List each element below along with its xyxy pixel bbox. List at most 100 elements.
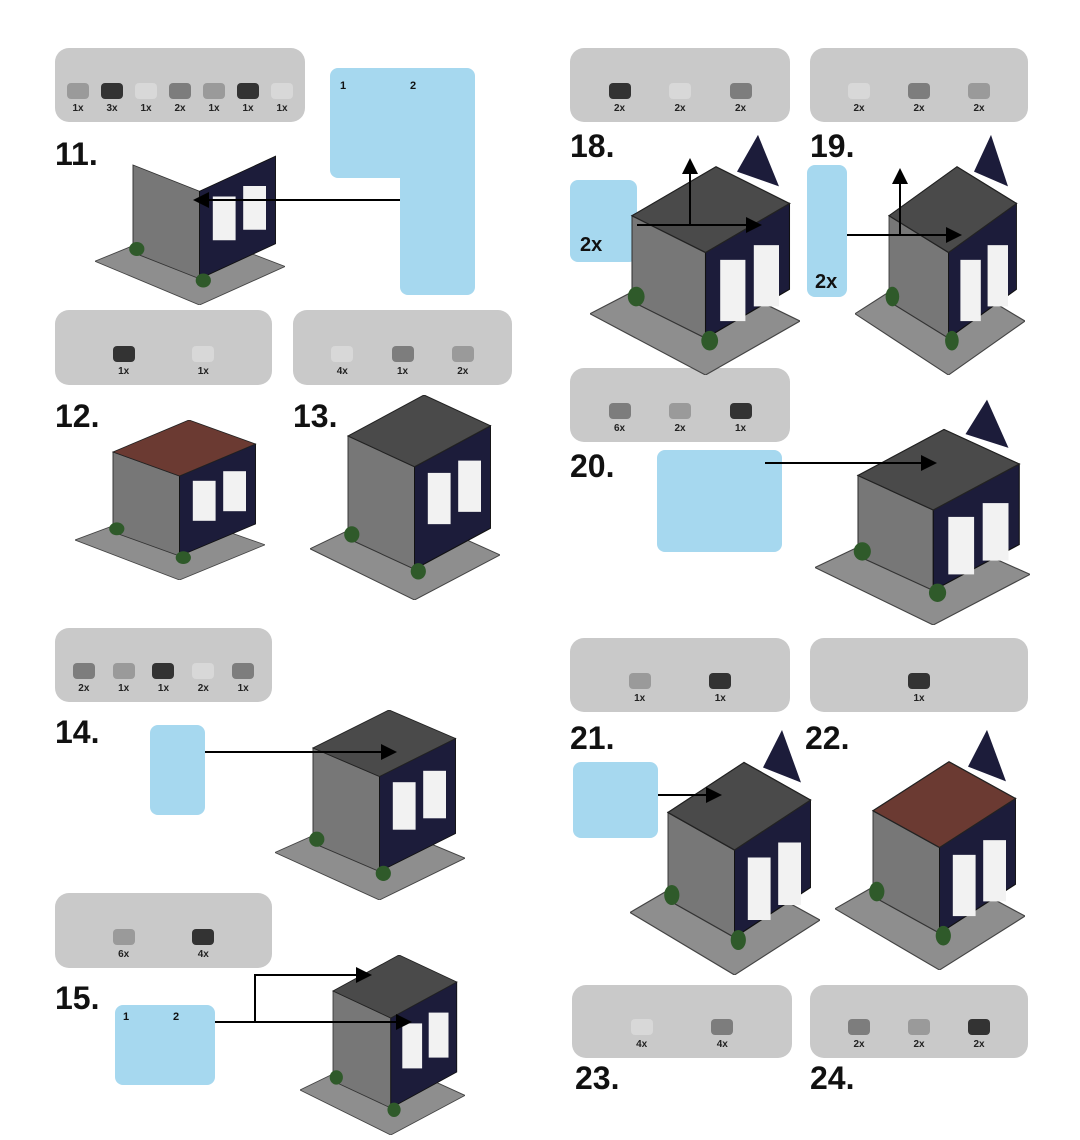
part-count: 1x: [634, 693, 646, 704]
roof-plate: [311, 709, 457, 778]
step-number-22: 22.: [805, 720, 850, 756]
brick-icon: [968, 1019, 990, 1035]
part-count: 1x: [714, 693, 726, 704]
sub-assembly-callout-11-stem: [400, 150, 475, 295]
part-count: 2x: [913, 103, 925, 114]
parts-list-step-24: 2x 2x 2x: [810, 985, 1028, 1058]
model-step-22: [833, 725, 1027, 971]
part-item: 2x: [968, 83, 990, 114]
part-count: 4x: [636, 1039, 648, 1050]
part-item: 1x: [237, 83, 259, 114]
part-count: 1x: [118, 366, 130, 377]
roof-plate: [346, 394, 492, 468]
step-number-11: 11.: [55, 136, 98, 172]
part-count: 3x: [106, 103, 118, 114]
brick-icon: [968, 83, 990, 99]
part-item: 1x: [112, 346, 135, 377]
parts-list-step-20: 6x 2x 1x: [570, 368, 790, 442]
brick-icon: [331, 346, 354, 362]
roof-plate: [111, 419, 257, 477]
quantity-label: 2x: [580, 234, 603, 256]
part-count: 6x: [118, 949, 130, 960]
brick-icon: [711, 1019, 734, 1035]
part-count: 2x: [197, 683, 209, 694]
step-number-15: 15.: [55, 980, 100, 1016]
part-item: 2x: [968, 1019, 990, 1050]
part-item: 2x: [451, 346, 474, 377]
step-number-13: 13.: [293, 398, 338, 434]
part-item: 2x: [848, 83, 870, 114]
step-number-18: 18.: [570, 128, 615, 164]
part-count: 1x: [157, 683, 170, 694]
parts-list-step-21: 1x 1x: [570, 638, 790, 712]
part-count: 2x: [78, 683, 90, 694]
step-number-14: 14.: [55, 714, 100, 750]
part-item: 1x: [203, 83, 225, 114]
sub-assembly-callout-15: 1 2: [115, 1005, 215, 1085]
step-number-21: 21.: [570, 720, 615, 756]
part-item: 2x: [848, 1019, 870, 1050]
brick-icon: [67, 83, 89, 99]
callout-label-2: 2: [173, 1011, 180, 1023]
brick-icon: [908, 1019, 930, 1035]
parts-list-step-23: 4x 4x: [572, 985, 792, 1058]
brick-icon: [135, 83, 157, 99]
part-item: 2x: [669, 403, 691, 434]
roof-plate: [630, 166, 791, 254]
roof-plate: [856, 428, 1021, 511]
part-item: 2x: [908, 1019, 930, 1050]
brick-icon: [669, 403, 691, 419]
step-number-23: 23.: [575, 1060, 620, 1096]
quantity-label: 2x: [815, 271, 838, 293]
sub-assembly-callout-18: 2x: [570, 180, 637, 262]
brick-icon: [101, 83, 123, 99]
callout-label-1: 1: [123, 1011, 130, 1023]
step-number-19: 19.: [810, 128, 855, 164]
part-count: 1x: [208, 103, 220, 114]
part-count: 2x: [674, 103, 686, 114]
brick-icon: [192, 346, 215, 362]
brick-icon: [152, 663, 175, 679]
part-count: 2x: [457, 366, 469, 377]
brick-icon: [192, 929, 215, 945]
part-item: 1x: [908, 673, 930, 704]
brick-icon: [628, 673, 651, 689]
brick-icon: [391, 346, 414, 362]
part-item: 1x: [112, 663, 135, 694]
brick-icon: [729, 403, 752, 419]
part-item: 2x: [72, 663, 95, 694]
brick-icon: [669, 83, 691, 99]
part-count: 1x: [276, 103, 288, 114]
model-step-13: [308, 394, 502, 601]
part-count: 1x: [140, 103, 152, 114]
part-count: 2x: [913, 1039, 925, 1050]
brick-icon: [630, 1019, 653, 1035]
part-item: 6x: [608, 403, 631, 434]
brick-icon: [709, 673, 732, 689]
brick-icon: [112, 663, 135, 679]
brick-icon: [232, 663, 255, 679]
part-item: 2x: [608, 83, 631, 114]
part-count: 2x: [853, 103, 865, 114]
part-item: 1x: [135, 83, 157, 114]
step-number-24: 24.: [810, 1060, 855, 1096]
model-step-11: [93, 130, 287, 306]
model-step-12: [73, 419, 267, 581]
part-item: 2x: [908, 83, 930, 114]
part-item: 1x: [709, 673, 732, 704]
part-item: 1x: [67, 83, 89, 114]
part-item: 4x: [711, 1019, 734, 1050]
part-item: 4x: [630, 1019, 653, 1050]
brick-icon: [271, 83, 293, 99]
brick-icon: [237, 83, 259, 99]
brick-icon: [451, 346, 474, 362]
model-step-15: [298, 954, 466, 1136]
part-count: 1x: [734, 423, 747, 434]
roof-plate: [666, 761, 812, 851]
brick-icon: [608, 83, 631, 99]
part-count: 2x: [174, 103, 186, 114]
parts-list-step-22: 1x: [810, 638, 1028, 712]
part-item: 1x: [729, 403, 752, 434]
